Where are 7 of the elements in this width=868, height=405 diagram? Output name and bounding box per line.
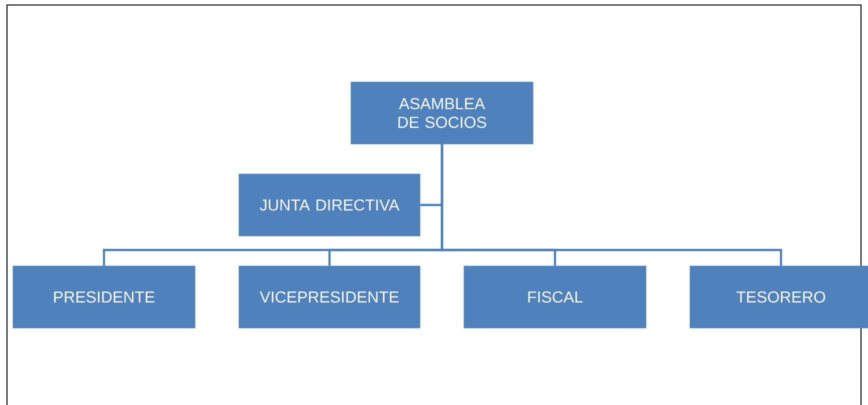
org-box: VICEPRESIDENTE — [238, 266, 420, 328]
connector-line — [440, 144, 782, 266]
org-box: TESORERO — [690, 266, 868, 328]
org-box: ASAMBLEA DE SOCIOS — [350, 82, 534, 144]
org-box: JUNTA DIRECTIVA — [238, 174, 420, 236]
org-box: PRESIDENTE — [12, 266, 196, 328]
org-box: FISCAL — [464, 266, 646, 328]
